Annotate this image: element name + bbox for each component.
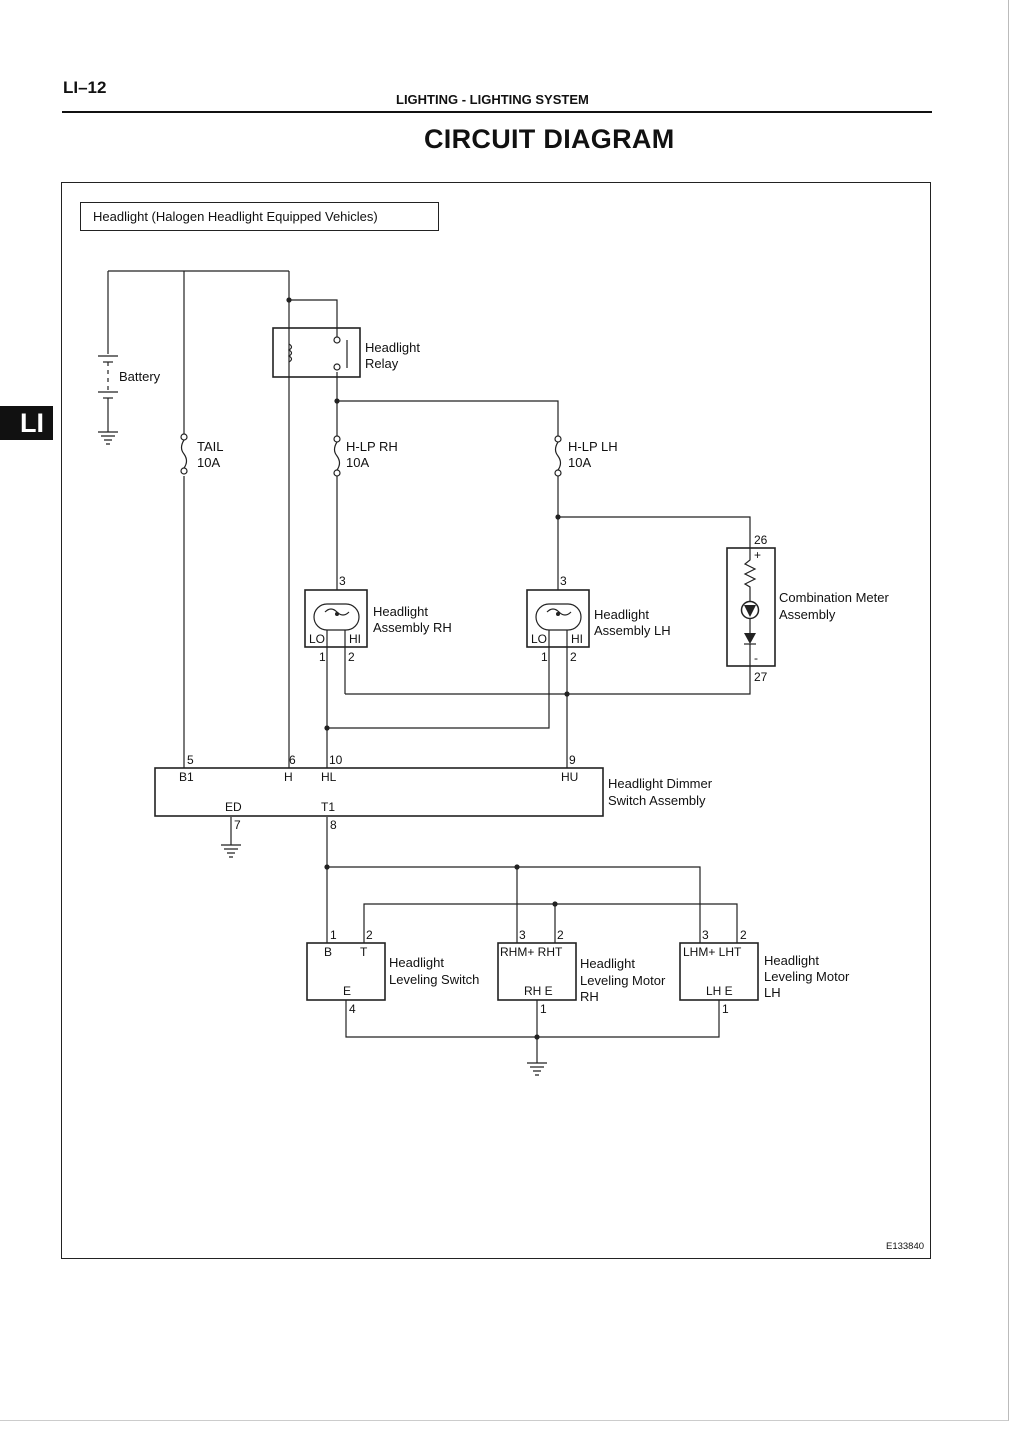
header-rule — [62, 111, 932, 113]
headlight-lh-label-2: Assembly LH — [594, 623, 671, 638]
mrh-bot: RH E — [524, 984, 553, 998]
rh-pin3: 3 — [339, 574, 346, 588]
dim-pin6: 6 — [289, 753, 296, 767]
lh-pin2: 2 — [570, 650, 577, 664]
fuse-lh-label-1: H-LP LH — [568, 439, 618, 454]
ground-symbol-leveling — [527, 1062, 547, 1076]
lev-motor-lh-label-1: Headlight — [764, 953, 819, 968]
sw-pin2: 2 — [366, 928, 373, 942]
headlight-rh-symbol — [304, 589, 368, 648]
fuse-rh-label-1: H-LP RH — [346, 439, 398, 454]
lh-pin1: 1 — [541, 650, 548, 664]
dim-pin7: 7 — [234, 818, 241, 832]
headlight-rh-label-2: Assembly RH — [373, 620, 452, 635]
fuse-tail-label-1: TAIL — [197, 439, 224, 454]
lev-switch-label-1: Headlight — [389, 955, 444, 970]
mlh-top: LHM+ LHT — [683, 945, 742, 959]
combination-meter-symbol — [726, 547, 776, 667]
battery-label: Battery — [119, 369, 161, 384]
fuse-rh-symbol — [333, 435, 341, 477]
dimmer-label-1: Headlight Dimmer — [608, 776, 713, 791]
rh-hi: HI — [349, 632, 361, 646]
mrh-pin3: 3 — [519, 928, 526, 942]
rh-pin2: 2 — [348, 650, 355, 664]
dim-pin9: 9 — [569, 753, 576, 767]
fuse-lh-symbol — [554, 435, 562, 477]
relay-label-1: Headlight — [365, 340, 420, 355]
dim-hl: HL — [321, 770, 337, 784]
mlh-bot: LH E — [706, 984, 733, 998]
dim-h: H — [284, 770, 293, 784]
fuse-tail-label-2: 10A — [197, 455, 220, 470]
meter-label-2: Assembly — [779, 607, 836, 622]
rh-lo: LO — [309, 632, 325, 646]
lev-motor-lh-label-2: Leveling Motor — [764, 969, 850, 984]
headlight-rh-label-1: Headlight — [373, 604, 428, 619]
dim-t1: T1 — [321, 800, 335, 814]
sw-pin1: 1 — [330, 928, 337, 942]
dim-ed: ED — [225, 800, 242, 814]
headlight-lh-symbol — [526, 589, 590, 648]
lev-switch-label-2: Leveling Switch — [389, 972, 479, 987]
section-title: LIGHTING - LIGHTING SYSTEM — [396, 92, 589, 107]
lev-motor-rh-label-1: Headlight — [580, 956, 635, 971]
fuse-tail-symbol — [180, 433, 188, 475]
mrh-pin1: 1 — [540, 1002, 547, 1016]
chapter-tab[interactable]: LI — [0, 406, 53, 440]
sw-t: T — [360, 945, 368, 959]
meter-minus: - — [754, 651, 758, 665]
mlh-pin3: 3 — [702, 928, 709, 942]
lh-lo: LO — [531, 632, 547, 646]
relay-label-2: Relay — [365, 356, 399, 371]
meter-plus: + — [754, 548, 761, 562]
sw-pin4: 4 — [349, 1002, 356, 1016]
lh-hi: HI — [571, 632, 583, 646]
lev-motor-rh-label-2: Leveling Motor — [580, 973, 666, 988]
fuse-rh-label-2: 10A — [346, 455, 369, 470]
page-number: LI–12 — [63, 78, 107, 97]
mrh-top: RHM+ RHT — [500, 945, 563, 959]
lev-motor-rh-label-3: RH — [580, 989, 599, 1004]
dimmer-switch-symbol — [154, 767, 604, 817]
figure-caption: Headlight (Halogen Headlight Equipped Ve… — [80, 202, 439, 231]
page-title: CIRCUIT DIAGRAM — [424, 124, 675, 154]
meter-pin27: 27 — [754, 670, 768, 684]
headlight-relay-symbol — [272, 327, 361, 378]
leveling-motor-lh-symbol — [679, 942, 759, 1001]
dim-pin5: 5 — [187, 753, 194, 767]
sw-b: B — [324, 945, 332, 959]
mlh-pin2: 2 — [740, 928, 747, 942]
meter-pin26: 26 — [754, 533, 768, 547]
dim-b1: B1 — [179, 770, 194, 784]
figure-frame — [61, 182, 931, 1259]
lh-pin3: 3 — [560, 574, 567, 588]
dimmer-label-2: Switch Assembly — [608, 793, 706, 808]
junction-dots — [286, 297, 570, 1040]
leveling-motor-rh-symbol — [497, 942, 577, 1001]
headlight-lh-label-1: Headlight — [594, 607, 649, 622]
wires — [107, 270, 751, 1063]
figure-id: E133840 — [886, 1241, 925, 1252]
dim-hu: HU — [561, 770, 578, 784]
mrh-pin2: 2 — [557, 928, 564, 942]
meter-label-1: Combination Meter — [779, 590, 889, 605]
leveling-switch-symbol — [306, 942, 386, 1001]
fuse-lh-label-2: 10A — [568, 455, 591, 470]
lev-motor-lh-label-3: LH — [764, 985, 781, 1000]
dim-pin10: 10 — [329, 753, 343, 767]
rh-pin1: 1 — [319, 650, 326, 664]
sw-e: E — [343, 984, 351, 998]
mlh-pin1: 1 — [722, 1002, 729, 1016]
dim-pin8: 8 — [330, 818, 337, 832]
ground-symbol-dimmer — [221, 844, 241, 858]
battery-symbol — [98, 355, 118, 445]
